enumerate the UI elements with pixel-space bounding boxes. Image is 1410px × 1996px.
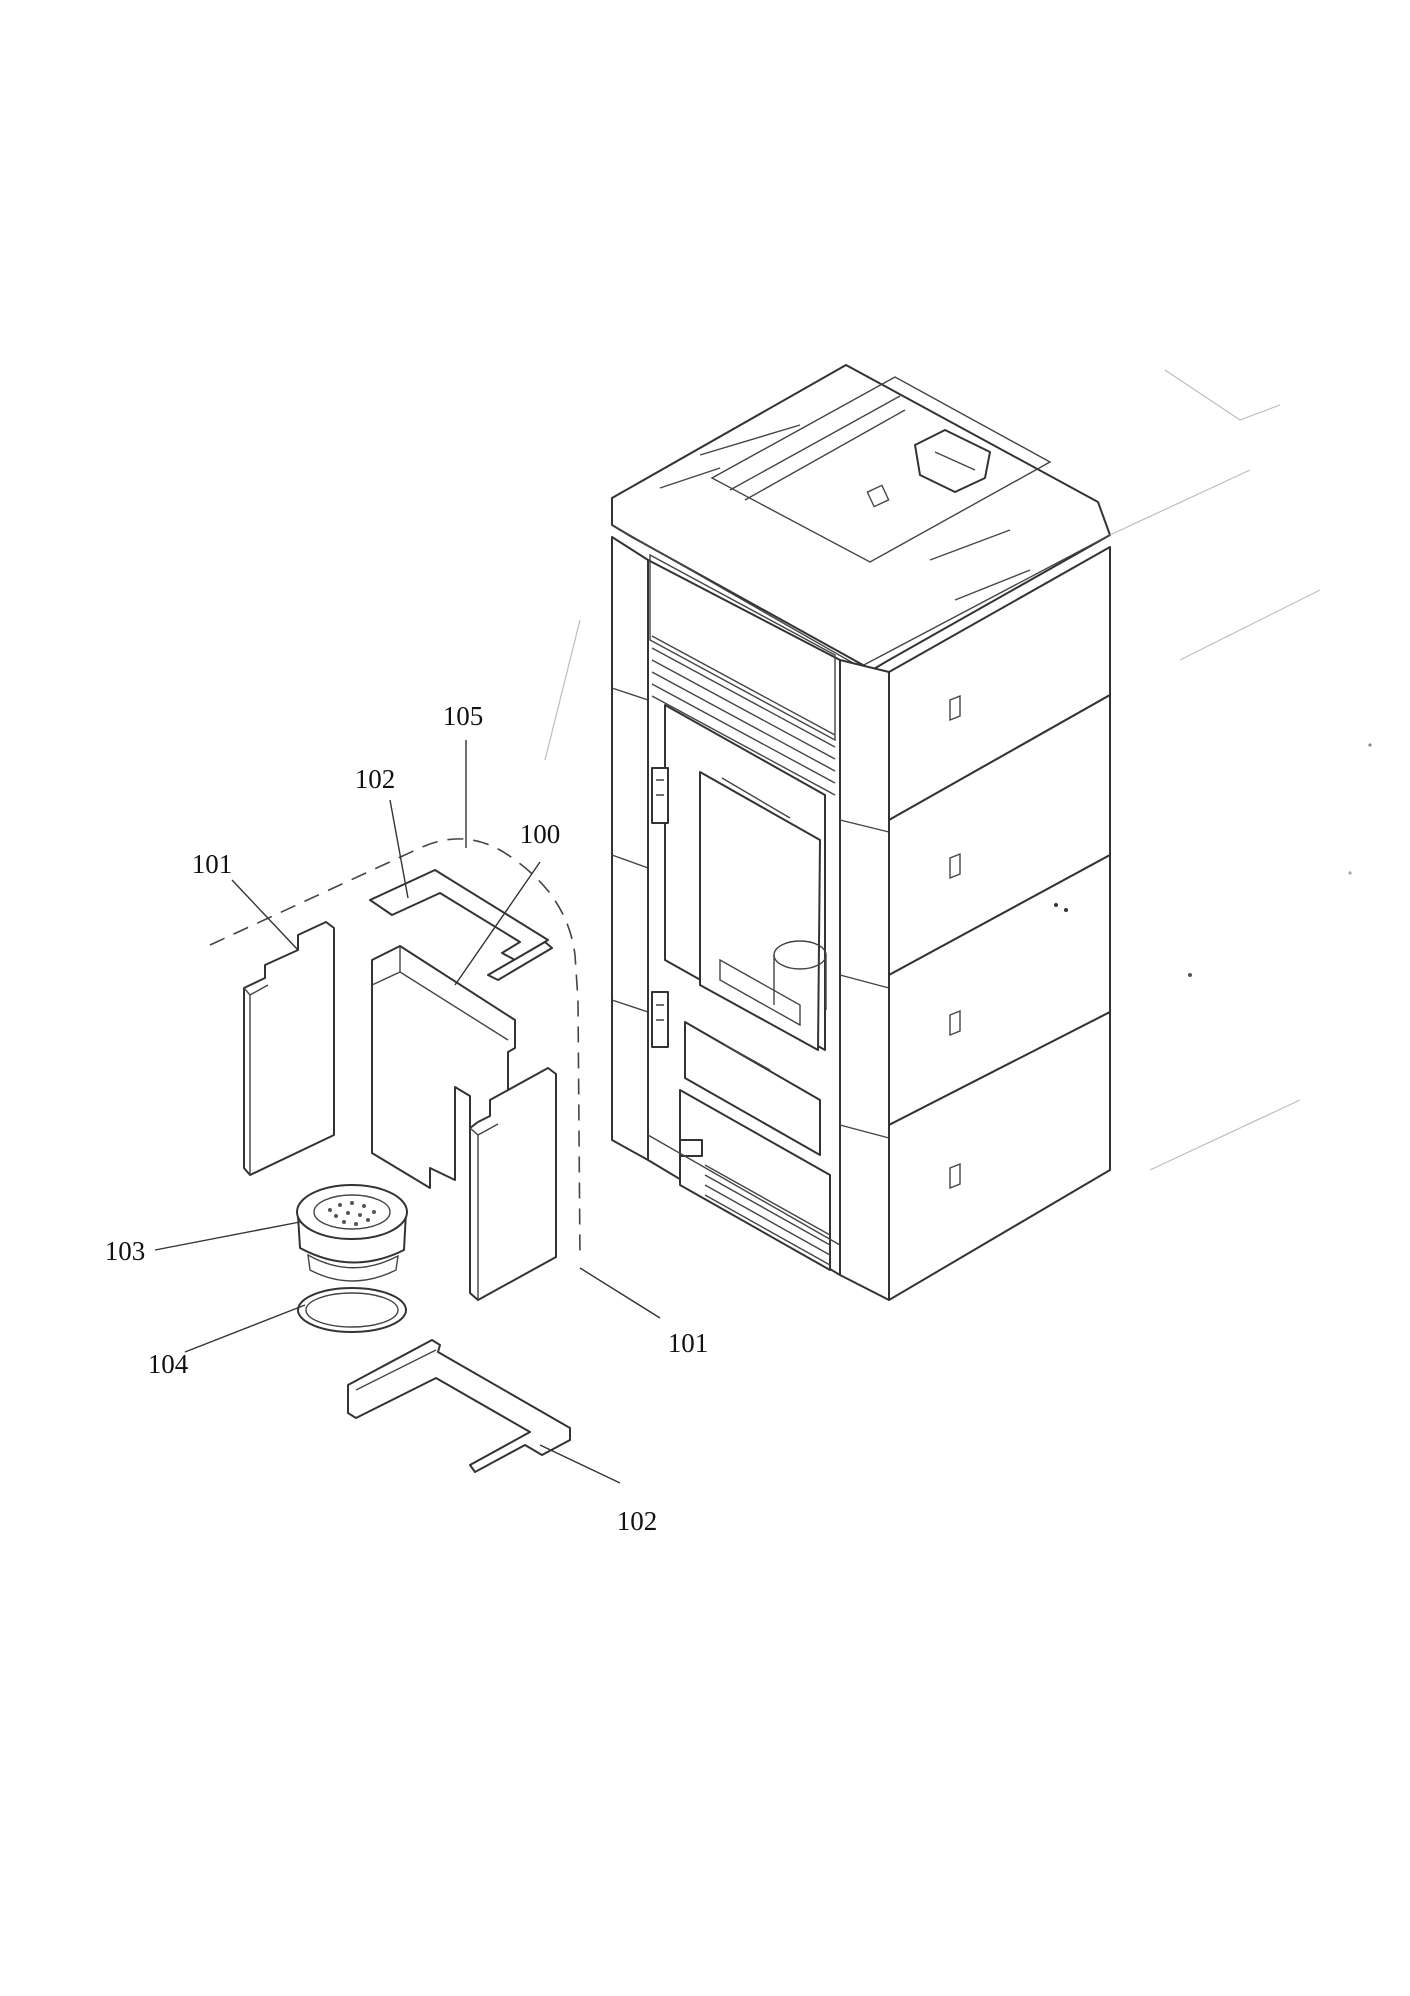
side-panel-4 <box>888 1011 1111 1301</box>
stove-body <box>611 364 1111 1301</box>
callout-102-bottom: 102 <box>617 1506 658 1536</box>
left-column <box>611 536 649 1161</box>
right-column <box>839 659 890 1301</box>
group-bracket-105 <box>209 838 581 1261</box>
callout-102-top: 102 <box>355 764 396 794</box>
door-glass <box>699 771 821 1051</box>
control-switch <box>679 1139 703 1157</box>
leader-lines <box>154 740 661 1484</box>
burn-pot-103 <box>296 1184 408 1282</box>
upper-plate-102 <box>369 869 549 961</box>
upper-grille <box>651 635 836 796</box>
callout-104: 104 <box>148 1349 189 1379</box>
gasket-ring-104 <box>297 1287 407 1333</box>
right-side-brick-101 <box>469 1067 557 1301</box>
lower-plate-102 <box>347 1339 571 1473</box>
left-side-brick-101 <box>243 921 335 1176</box>
callout-labels: 105 102 100 101 103 104 101 102 <box>105 701 709 1536</box>
callout-105: 105 <box>443 701 484 731</box>
ghost-outline <box>544 369 1372 1171</box>
ash-drawer <box>684 1021 821 1156</box>
hopper-handle <box>914 429 991 493</box>
callout-103: 103 <box>105 1236 146 1266</box>
callout-101-left: 101 <box>192 849 233 879</box>
lower-grille <box>704 1164 831 1266</box>
exploded-parts <box>209 838 581 1473</box>
callout-100: 100 <box>520 819 561 849</box>
callout-101-right: 101 <box>668 1328 709 1358</box>
